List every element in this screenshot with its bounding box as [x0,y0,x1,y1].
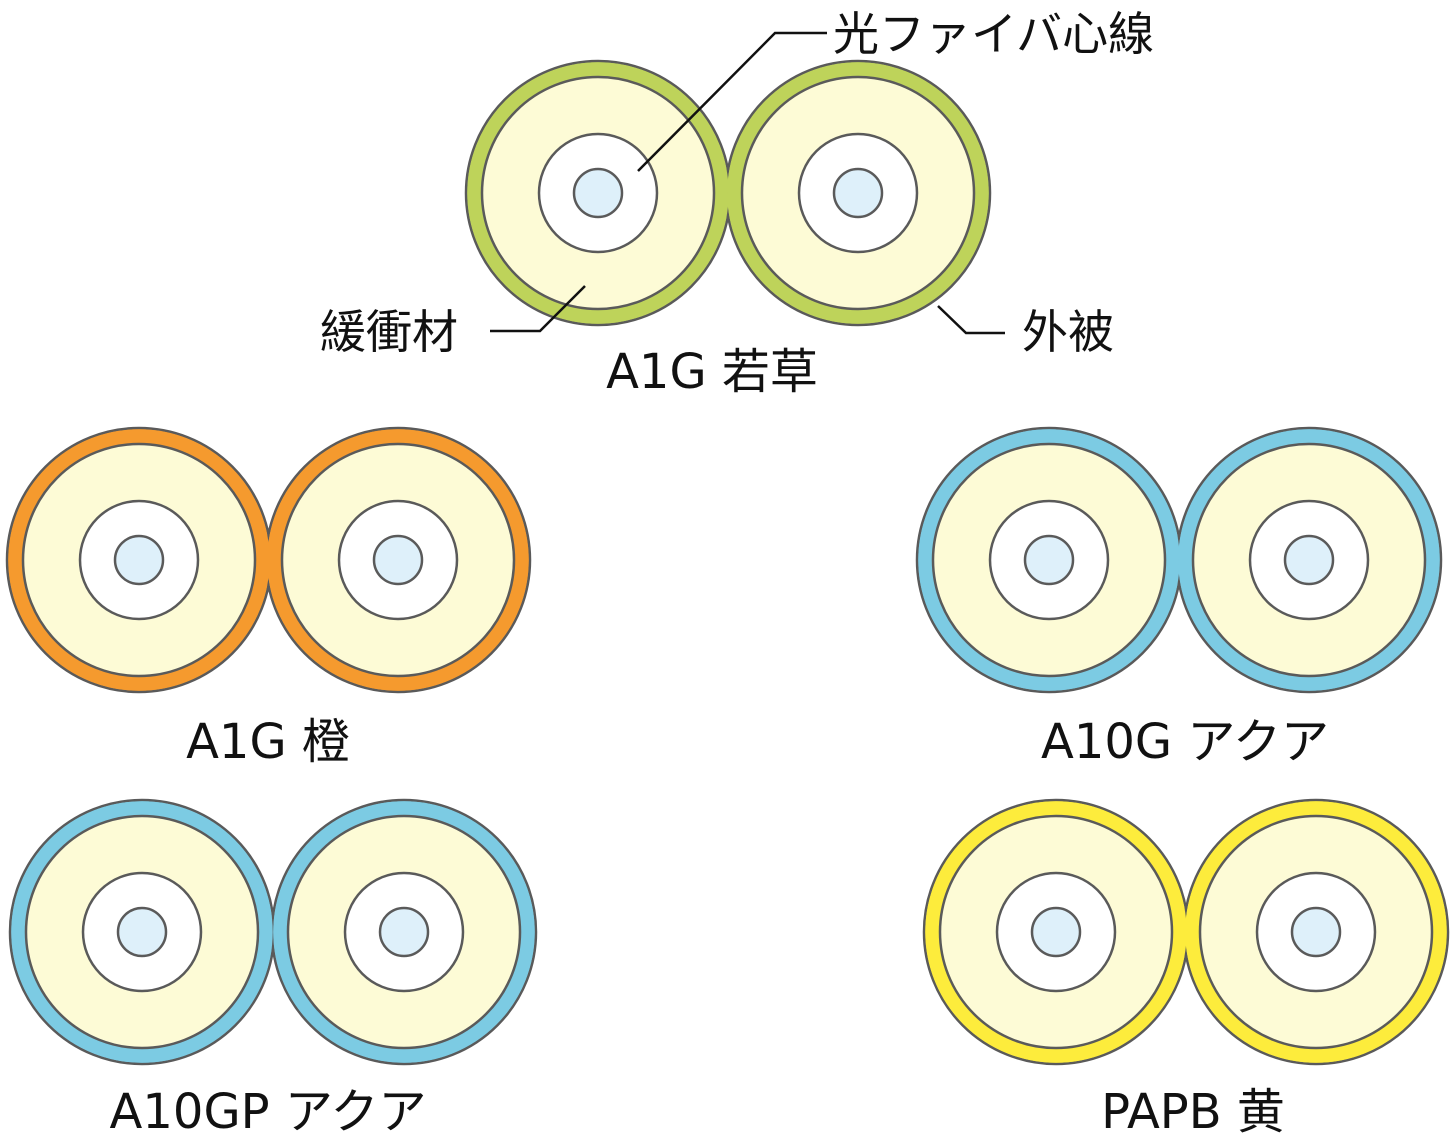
callout-jacket: 外被 [1022,305,1114,359]
cable-label-a10g-aqua: A10G アクア [1041,714,1329,770]
fiber-core-left [1023,534,1075,586]
cable-a1g-wakakusa [464,59,992,327]
cable-label-papb-yellow: PAPB 黄 [1101,1084,1285,1140]
fiber-core-left [572,167,624,219]
cable-a10gp-aqua [8,798,538,1066]
fiber-core-right [378,906,430,958]
cable-papb-yellow [922,798,1450,1066]
leader-buffer [490,285,586,333]
fiber-core-right [1283,534,1335,586]
cable-a1g-orange [5,426,532,694]
fiber-core-left [1030,906,1082,958]
cable-label-a10gp-aqua: A10GP アクア [110,1084,427,1140]
callout-fiber-core: 光ファイバ心線 [833,7,1154,61]
leader-jacket [937,305,1005,335]
fiber-core-right [372,534,424,586]
cable-a10g-aqua [915,426,1443,694]
fiber-core-left [116,906,168,958]
leader-lines [490,31,1005,335]
fiber-core-left [113,534,165,586]
cable-label-a1g-orange: A1G 橙 [186,714,350,770]
callout-buffer: 緩衝材 [320,305,458,359]
cables-layer [5,59,1450,1066]
fiber-core-right [1290,906,1342,958]
fiber-core-right [832,167,884,219]
cable-label-a1g-wakakusa: A1G 若草 [606,344,818,400]
leader-fiber-core [637,31,827,172]
